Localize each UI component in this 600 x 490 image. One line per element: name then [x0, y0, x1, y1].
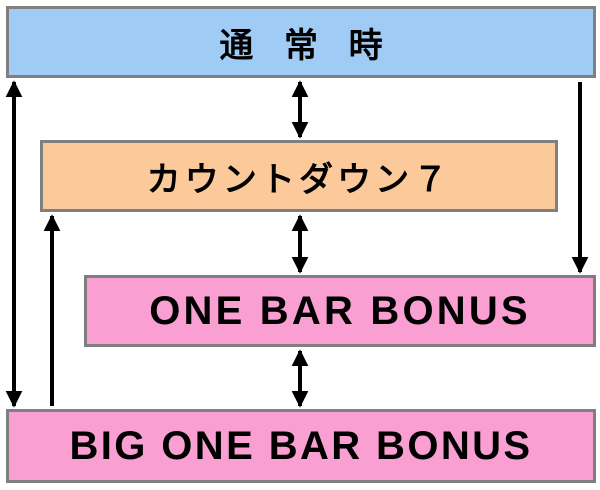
node-one-bar-bonus: ONE BAR BONUS: [84, 275, 596, 347]
node-countdown-7-label: カウントダウン７: [146, 159, 452, 200]
node-big-one-bar-bonus: BIG ONE BAR BONUS: [6, 409, 596, 483]
node-normal-state-label: 通常時: [219, 25, 414, 66]
node-big-one-bar-bonus-label: BIG ONE BAR BONUS: [69, 423, 533, 468]
node-countdown-7: カウントダウン７: [40, 140, 558, 212]
node-normal-state: 通常時: [6, 6, 596, 78]
node-one-bar-bonus-label: ONE BAR BONUS: [149, 288, 531, 333]
